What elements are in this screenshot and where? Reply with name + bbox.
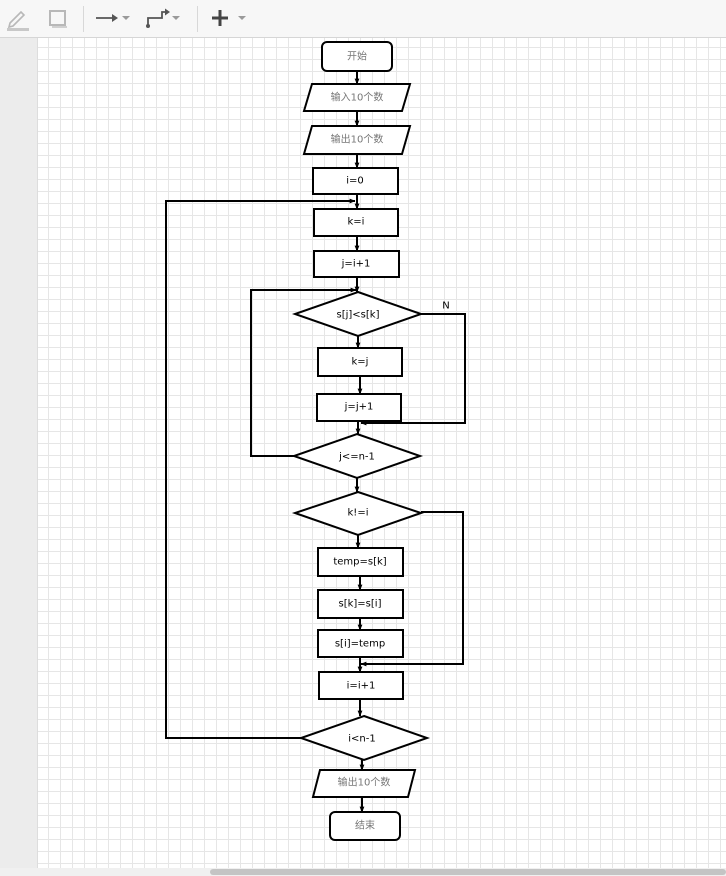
node-input-10-label: 输入10个数 (331, 91, 384, 104)
node-start-label: 开始 (347, 50, 367, 63)
node-j-init[interactable]: j=i+1 (313, 250, 400, 278)
connector-straight-icon[interactable] (92, 4, 134, 32)
node-k-assign-i[interactable]: k=i (313, 208, 399, 237)
node-sk-assign-si-label: s[k]=s[i] (339, 599, 382, 610)
node-input-10[interactable]: 输入10个数 (302, 83, 412, 112)
node-cond-k-ne-i-label: k!=i (348, 508, 369, 519)
node-end-label: 结束 (355, 819, 375, 832)
node-output-10-a-label: 输出10个数 (331, 133, 384, 146)
node-j-init-label: j=i+1 (341, 259, 371, 270)
node-start[interactable]: 开始 (321, 41, 393, 72)
edge-cond4-loop-back[interactable] (165, 198, 356, 739)
node-cond-sj-lt-sk[interactable]: s[j]<s[k] (291, 290, 425, 338)
node-cond-k-ne-i[interactable]: k!=i (291, 490, 425, 537)
node-i-init-label: i=0 (346, 176, 364, 187)
edge-cond3-no-branch[interactable] (360, 511, 464, 667)
plus-icon[interactable] (206, 4, 254, 32)
node-j-increment-label: j=j+1 (344, 402, 374, 413)
chevron-down-icon (172, 16, 180, 20)
edge-cond2-loop-back[interactable] (250, 287, 357, 457)
horizontal-scrollbar-thumb[interactable] (210, 869, 726, 875)
edge-cond1-no-branch[interactable] (360, 313, 466, 426)
shape-square-icon[interactable] (44, 4, 72, 32)
left-gutter (0, 38, 38, 868)
flowchart-edges (165, 71, 466, 813)
node-si-assign-temp-label: s[i]=temp (335, 639, 385, 650)
edge-label-n: N (442, 301, 449, 312)
node-cond-j-le-n1-label: j<=n-1 (338, 452, 375, 463)
node-i-init[interactable]: i=0 (312, 167, 399, 195)
pencil-icon[interactable] (2, 4, 34, 32)
chevron-down-icon (122, 16, 130, 20)
node-j-increment[interactable]: j=j+1 (316, 393, 402, 422)
node-sk-assign-si[interactable]: s[k]=s[i] (317, 589, 404, 619)
node-i-increment-label: i=i+1 (347, 681, 376, 692)
node-cond-j-le-n1[interactable]: j<=n-1 (290, 432, 424, 480)
flowchart-nodes: 开始 输入10个数 输出10个数 i=0 k=i j=i+1 s[j]<s[k]… (290, 41, 450, 841)
node-cond-i-lt-n1[interactable]: i<n-1 (297, 714, 431, 762)
chevron-down-icon (238, 16, 246, 20)
node-end[interactable]: 结束 (329, 811, 401, 841)
node-temp-assign-label: temp=s[k] (333, 557, 386, 568)
node-temp-assign[interactable]: temp=s[k] (317, 547, 404, 577)
node-cond-sj-lt-sk-label: s[j]<s[k] (337, 310, 380, 321)
node-k-assign-j-label: k=j (352, 357, 369, 368)
node-output-10-b[interactable]: 输出10个数 (311, 769, 417, 798)
node-output-10-b-label: 输出10个数 (338, 776, 391, 789)
node-i-increment[interactable]: i=i+1 (318, 671, 404, 700)
connector-elbow-icon[interactable] (142, 4, 184, 32)
toolbar (0, 0, 726, 38)
node-k-assign-i-label: k=i (348, 217, 365, 228)
toolbar-separator (197, 6, 198, 32)
node-si-assign-temp[interactable]: s[i]=temp (317, 629, 404, 658)
node-cond-i-lt-n1-label: i<n-1 (348, 734, 375, 745)
node-output-10-a[interactable]: 输出10个数 (302, 125, 412, 155)
node-k-assign-j[interactable]: k=j (317, 347, 403, 377)
toolbar-separator (83, 6, 84, 32)
